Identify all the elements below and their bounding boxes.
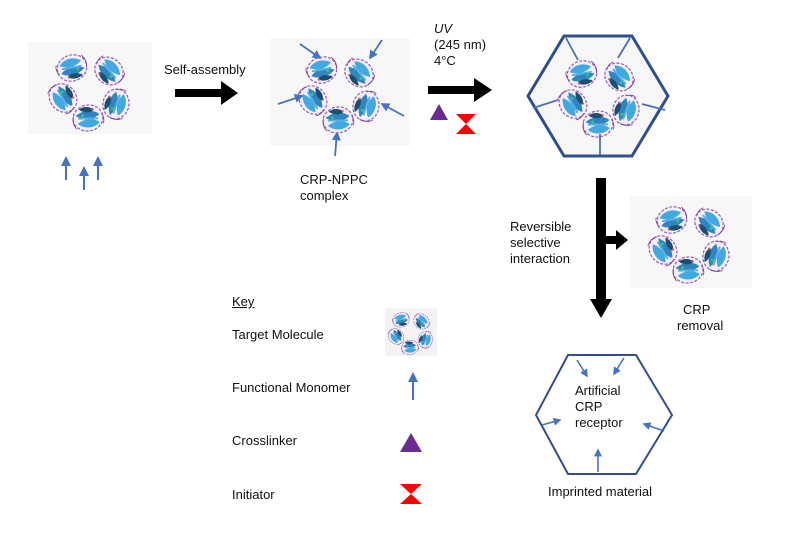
functional-monomers-start bbox=[61, 156, 103, 190]
initiator-hourglass-step bbox=[456, 114, 476, 134]
uv-label: UV bbox=[434, 21, 453, 36]
removal-arrow-side bbox=[606, 230, 628, 250]
imprinted-material bbox=[534, 354, 674, 475]
wavelength-label: (245 nm) bbox=[434, 37, 487, 52]
key-crosslinker-icon bbox=[400, 433, 422, 452]
receptor-label-line2: CRP bbox=[575, 399, 603, 414]
receptor-label-line3: receptor bbox=[575, 415, 623, 430]
receptor-label-line1: Artificial bbox=[575, 383, 621, 398]
self-assembly-arrow bbox=[175, 81, 238, 105]
target-molecule-start bbox=[28, 42, 152, 134]
crosslinker-triangle-step bbox=[430, 104, 448, 120]
key-initiator-label: Initiator bbox=[232, 487, 275, 502]
complex-label-line2: complex bbox=[300, 188, 349, 203]
temperature-label: 4°C bbox=[434, 53, 456, 68]
removal-arrow-down bbox=[590, 178, 612, 318]
reversible-label-line3: interaction bbox=[510, 251, 570, 266]
polymer-network bbox=[526, 34, 670, 158]
removal-label-line2: removal bbox=[677, 318, 724, 333]
key-crosslinker-label: Crosslinker bbox=[232, 433, 298, 448]
imprinted-material-label: Imprinted material bbox=[548, 484, 653, 499]
key-target-molecule-label: Target Molecule bbox=[232, 327, 324, 342]
reversible-label-line1: Reversible bbox=[510, 219, 572, 234]
removed-crp bbox=[630, 196, 752, 288]
removal-label-line1: CRP bbox=[683, 302, 711, 317]
complex-label-line1: CRP-NPPC bbox=[300, 172, 368, 187]
key-functional-monomer-label: Functional Monomer bbox=[232, 380, 351, 395]
crp-nppc-complex bbox=[270, 38, 410, 157]
key-target-molecule-icon bbox=[385, 308, 437, 356]
reversible-label-line2: selective bbox=[510, 235, 561, 250]
self-assembly-label: Self-assembly bbox=[164, 62, 246, 77]
key-initiator-icon bbox=[400, 484, 422, 504]
uv-arrow bbox=[428, 78, 492, 102]
key-title: Key bbox=[232, 294, 255, 309]
